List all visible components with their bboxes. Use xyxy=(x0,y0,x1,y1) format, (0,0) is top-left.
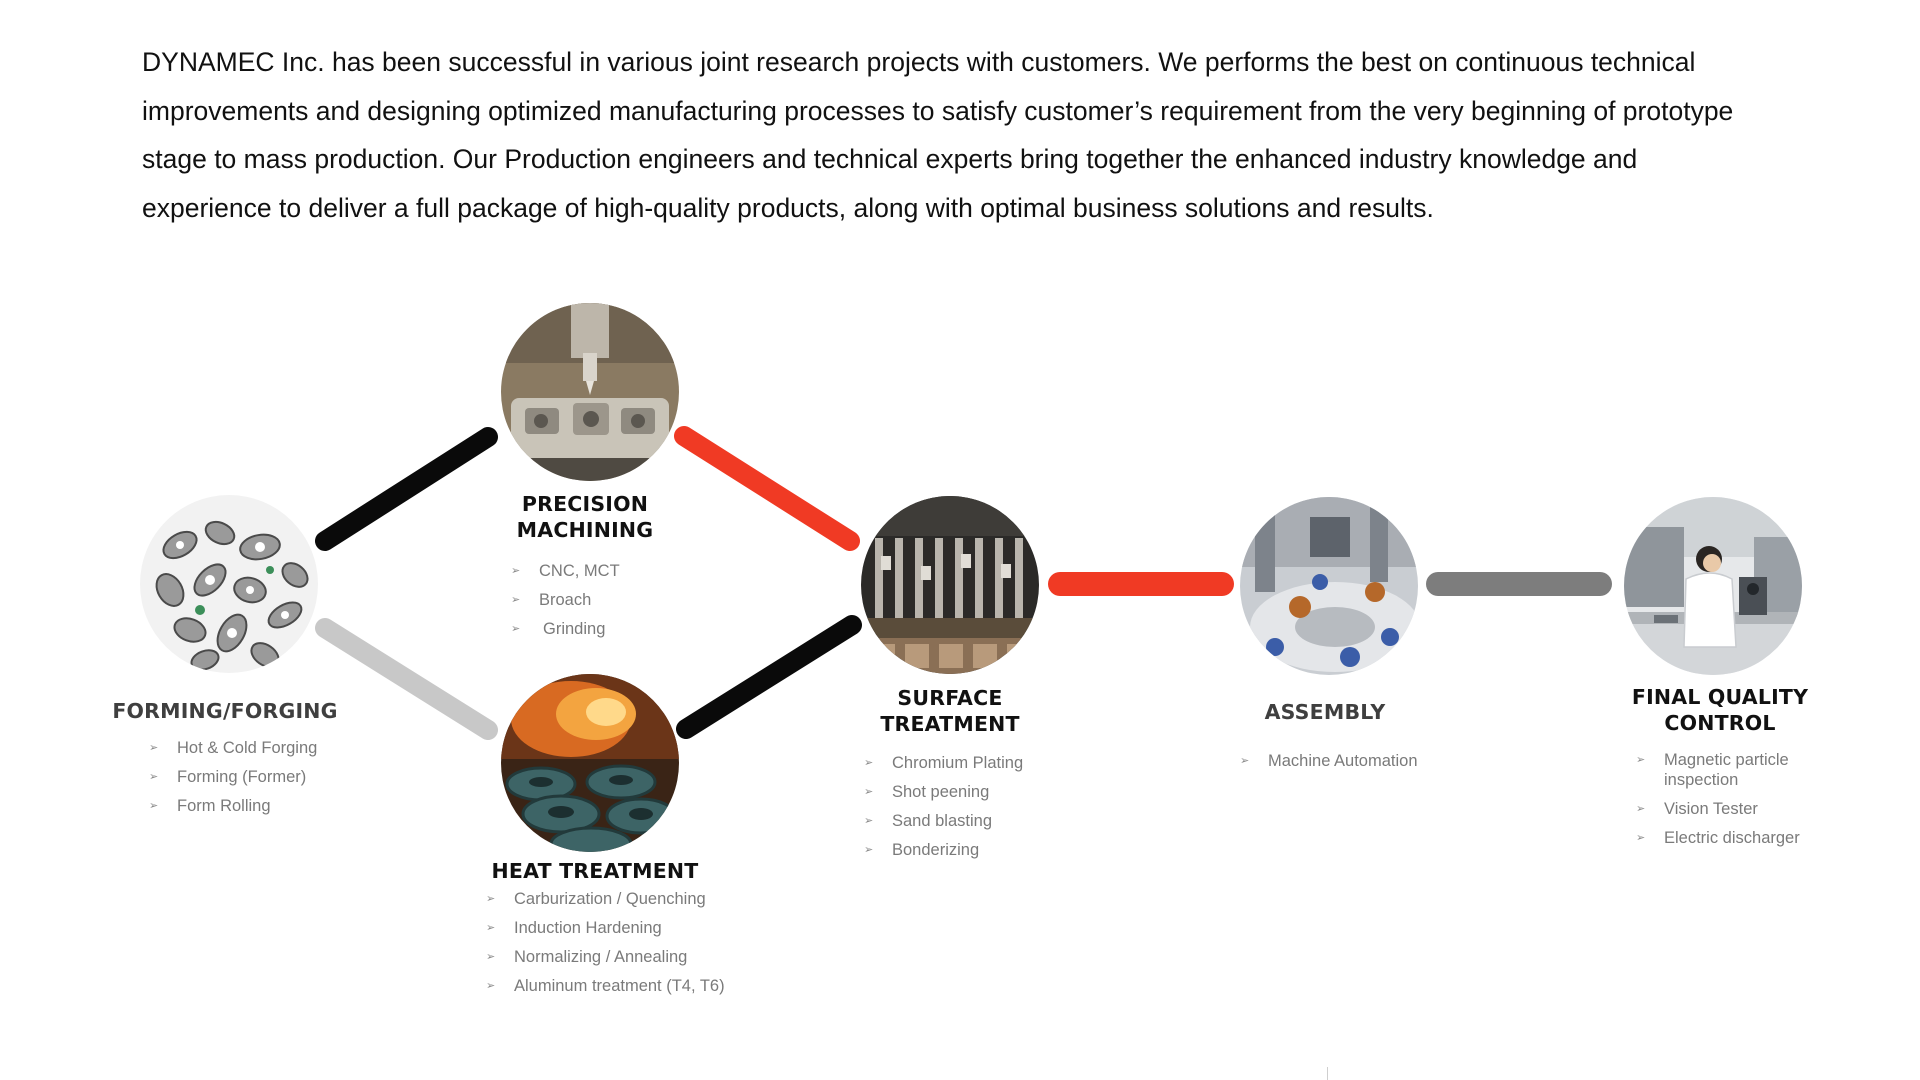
list-item: ➢ CNC, MCT xyxy=(511,561,691,581)
title-line: FINAL QUALITY xyxy=(1631,685,1809,709)
list-item-text: Electric discharger xyxy=(1664,829,1800,847)
list-item: ➢ Machine Automation xyxy=(1240,751,1480,771)
connector-forming-machining xyxy=(315,427,498,551)
list-item: ➢ Induction Hardening xyxy=(486,918,766,938)
bullet-arrow-icon: ➢ xyxy=(486,980,496,992)
list-item: ➢ Broach xyxy=(511,590,691,610)
precision-machining-title: PRECISION MACHINING xyxy=(470,491,700,543)
list-item-text: Carburization / Quenching xyxy=(514,890,706,908)
heat-treatment-title: HEAT TREATMENT xyxy=(467,858,723,884)
list-item: ➢ Vision Tester xyxy=(1636,799,1846,819)
cnc-machining-photo xyxy=(501,303,679,481)
title-line: HEAT TREATMENT xyxy=(491,859,699,883)
bullet-arrow-icon: ➢ xyxy=(511,623,521,635)
list-item: ➢ Chromium Plating xyxy=(864,753,1084,773)
list-item-text: Sand blasting xyxy=(892,812,992,830)
list-item-text: Vision Tester xyxy=(1664,800,1758,818)
list-item-text: Broach xyxy=(539,591,592,609)
title-line: PRECISION xyxy=(521,492,649,516)
list-item: ➢ Magnetic particle inspection xyxy=(1636,750,1846,790)
intro-line: experience to deliver a full package of … xyxy=(142,192,1434,223)
list-item: ➢ Sand blasting xyxy=(864,811,1084,831)
bullet-arrow-icon: ➢ xyxy=(149,771,159,783)
bullet-arrow-icon: ➢ xyxy=(864,786,874,798)
list-item: ➢ Grinding xyxy=(511,619,691,639)
bullet-arrow-icon: ➢ xyxy=(1636,832,1646,844)
list-item-text: Shot peening xyxy=(892,783,990,801)
list-item: ➢ Bonderizing xyxy=(864,840,1084,860)
heat-treatment-list: ➢ Carburization / Quenching ➢ Induction Ha… xyxy=(486,889,766,1005)
list-item-text: Aluminum treatment (T4, T6) xyxy=(514,977,725,995)
bullet-arrow-icon: ➢ xyxy=(486,922,496,934)
list-item: ➢ Shot peening xyxy=(864,782,1084,802)
forming-forging-list: ➢ Hot & Cold Forging ➢ Forming (Former) ➢ F… xyxy=(149,738,369,825)
list-item-text: Grinding xyxy=(543,620,606,638)
list-item: ➢ Form Rolling xyxy=(149,796,369,816)
title-line: ASSEMBLY xyxy=(1264,700,1386,724)
bullet-arrow-icon: ➢ xyxy=(486,951,496,963)
forged-parts-photo xyxy=(140,495,318,673)
bullet-arrow-icon: ➢ xyxy=(1636,803,1646,815)
list-item: ➢ Aluminum treatment (T4, T6) xyxy=(486,976,766,996)
footer-divider xyxy=(1327,1067,1328,1080)
intro-line: DYNAMEC Inc. has been successful in vari… xyxy=(142,47,1696,77)
list-item-text: Magnetic particle inspection xyxy=(1664,751,1789,789)
bullet-arrow-icon: ➢ xyxy=(511,594,521,606)
list-item-text: Forming (Former) xyxy=(177,768,307,786)
bullet-arrow-icon: ➢ xyxy=(864,844,874,856)
surface-treatment-title: SURFACE TREATMENT xyxy=(840,685,1060,737)
surface-treatment-list: ➢ Chromium Plating ➢ Shot peening ➢ Sand bl… xyxy=(864,753,1084,869)
final-quality-control-list: ➢ Magnetic particle inspection ➢ Vision Te… xyxy=(1636,750,1846,857)
connector-forming-heat xyxy=(315,618,498,740)
list-item-text: Chromium Plating xyxy=(892,754,1024,772)
title-line: MACHINING xyxy=(516,518,654,542)
list-item-text: Form Rolling xyxy=(177,797,271,815)
intro-paragraph: DYNAMEC Inc. has been successful in vari… xyxy=(142,38,1802,232)
list-item: ➢ Electric discharger xyxy=(1636,828,1846,848)
intro-line: improvements and designing optimized man… xyxy=(142,95,1734,126)
bullet-arrow-icon: ➢ xyxy=(1636,754,1646,766)
lab-inspection-photo xyxy=(1624,497,1802,675)
bullet-arrow-icon: ➢ xyxy=(486,893,496,905)
list-item: ➢ Carburization / Quenching xyxy=(486,889,766,909)
bullet-arrow-icon: ➢ xyxy=(149,800,159,812)
title-line: FORMING/FORGING xyxy=(112,699,338,723)
bullet-arrow-icon: ➢ xyxy=(864,757,874,769)
title-line: CONTROL xyxy=(1664,711,1776,735)
bullet-arrow-icon: ➢ xyxy=(1240,755,1250,767)
title-line: SURFACE xyxy=(897,686,1003,710)
bullet-arrow-icon: ➢ xyxy=(864,815,874,827)
assembly-list: ➢ Machine Automation xyxy=(1240,751,1480,780)
intro-line: stage to mass production. Our Production… xyxy=(142,144,1638,174)
precision-machining-list: ➢ CNC, MCT ➢ Broach ➢ Grinding xyxy=(511,561,691,648)
list-item: ➢ Hot & Cold Forging xyxy=(149,738,369,758)
connector-machining-surface xyxy=(674,426,860,551)
title-line: TREATMENT xyxy=(880,712,1020,736)
list-item-text: Hot & Cold Forging xyxy=(177,739,318,757)
connector-heat-surface xyxy=(676,615,862,739)
list-item-text: Bonderizing xyxy=(892,841,980,859)
list-item-text: Induction Hardening xyxy=(514,919,662,937)
list-item-text: CNC, MCT xyxy=(539,562,620,580)
bullet-arrow-icon: ➢ xyxy=(511,565,521,577)
list-item: ➢ Forming (Former) xyxy=(149,767,369,787)
bullet-arrow-icon: ➢ xyxy=(149,742,159,754)
final-quality-control-title: FINAL QUALITY CONTROL xyxy=(1600,684,1840,736)
list-item-text: Normalizing / Annealing xyxy=(514,948,688,966)
assembly-title: ASSEMBLY xyxy=(1225,699,1425,725)
automation-machine-photo xyxy=(1240,497,1418,675)
forming-forging-title: FORMING/FORGING xyxy=(100,698,350,724)
plating-line-photo xyxy=(861,496,1039,674)
list-item-text: Machine Automation xyxy=(1268,752,1418,770)
list-item: ➢ Normalizing / Annealing xyxy=(486,947,766,967)
furnace-gears-photo xyxy=(501,674,679,852)
